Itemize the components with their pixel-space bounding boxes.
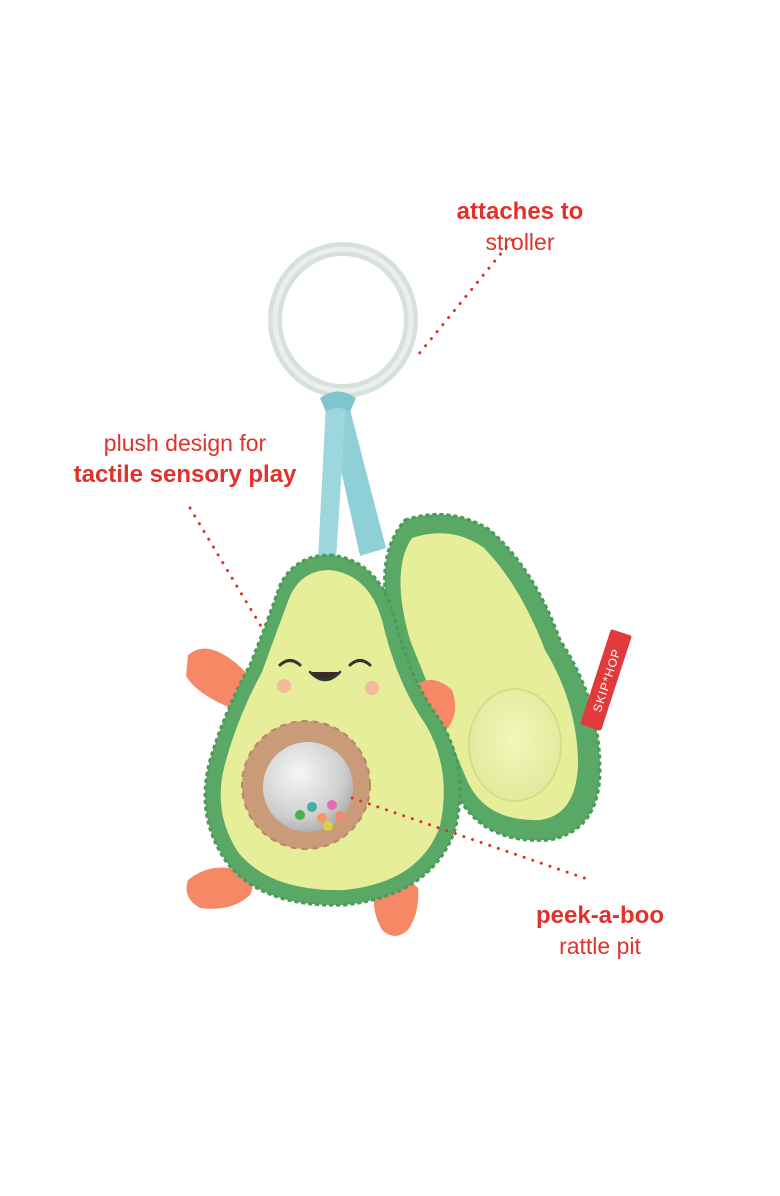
stroller-ring: [268, 242, 418, 398]
rattle-pit: [241, 720, 371, 850]
ribbon-strap: [318, 391, 386, 560]
brand-tag: SKIP*HOP: [580, 629, 632, 731]
leader-rattle: [350, 796, 592, 882]
callout-plush-bold: tactile sensory play: [73, 461, 297, 488]
avocado-back-half: [383, 512, 602, 842]
callout-leaders: [188, 238, 592, 882]
callout-rattle: peek-a-boo rattle pit: [500, 900, 700, 962]
callout-stroller: attaches to stroller: [420, 196, 620, 258]
callout-stroller-light: stroller: [485, 229, 555, 255]
callout-plush: plush design for tactile sensory play: [50, 428, 320, 490]
callout-rattle-light: rattle pit: [559, 933, 641, 959]
callout-plush-light: plush design for: [103, 430, 267, 456]
callout-stroller-bold: attaches to: [456, 198, 584, 225]
avocado-face: [277, 659, 379, 695]
leader-stroller: [416, 238, 514, 357]
leader-plush: [188, 506, 264, 630]
callout-rattle-bold: peek-a-boo: [535, 902, 664, 929]
